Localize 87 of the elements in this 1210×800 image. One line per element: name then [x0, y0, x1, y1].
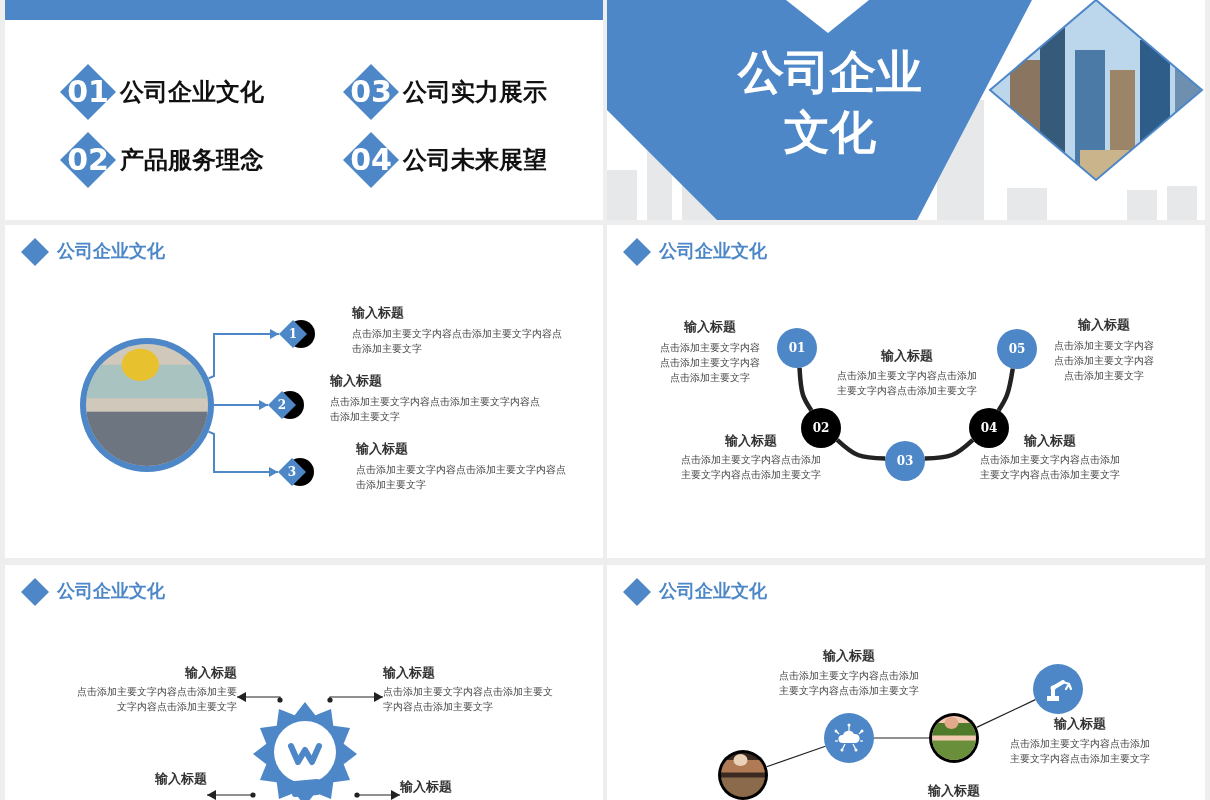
step-number: 03 [895, 453, 915, 469]
number-diamond [343, 132, 399, 188]
step-number: 05 [1007, 341, 1027, 357]
icon-circle [824, 713, 874, 763]
item-title: 输入标题 [683, 318, 737, 335]
number-circle [997, 329, 1037, 369]
number-diamond [60, 64, 116, 120]
number-diamond [60, 132, 116, 188]
item-title: 输入标题 [724, 432, 778, 449]
item-title: 输入标题 [1053, 715, 1107, 732]
item-title: 输入标题 [822, 647, 876, 664]
number-circle [777, 328, 817, 368]
diamond-number: 2 [276, 397, 288, 413]
arrow [207, 329, 280, 380]
item-description: 点击添加主要文字内容点击添加主要文字内容点击添加主要文字 [76, 685, 237, 714]
connector-line [976, 699, 1036, 728]
item-title: 输入标题 [1077, 316, 1131, 333]
item-title: 输入标题 [927, 782, 981, 799]
diamond-number: 01 [66, 74, 110, 110]
slide-panel [607, 225, 1205, 558]
item-description: 点击添加主要文字内容点击添加主要文字内容点击添加主要文字 [1009, 737, 1151, 766]
arrow [206, 790, 256, 800]
photo-placeholder [718, 750, 768, 800]
item-title: 输入标题 [1023, 432, 1077, 449]
step-number: 01 [787, 340, 807, 356]
slide-heading: 公司企业文化 [659, 239, 767, 263]
item-title: 输入标题 [383, 664, 436, 681]
menu-item-title: 公司企业文化 [120, 77, 264, 108]
item-description: 点击添加主要文字内容点击添加主要文字内容点击添加主要文字 [979, 453, 1121, 482]
photo-placeholder [80, 338, 214, 472]
diamond-number: 02 [66, 142, 110, 178]
item-description: 点击添加主要文字内容点击添加主要文字内容点击添加主要文字 [330, 395, 541, 424]
item-description: 点击添加主要文字内容点击添加主要文字内容点击添加主要文字 [356, 463, 567, 492]
step-number: 04 [979, 420, 999, 436]
item-title: 输入标题 [400, 778, 453, 795]
number-circle [969, 408, 1009, 448]
arrow [207, 430, 279, 477]
menu-item-title: 产品服务理念 [120, 145, 264, 176]
connector-line [924, 438, 975, 461]
menu-item-title: 公司实力展示 [403, 77, 547, 108]
item-description: 点击添加主要文字内容点击添加主要文字内容点击添加主要文字 [659, 341, 761, 385]
item-description: 点击添加主要文字内容点击添加主要文字内容点击添加主要文字 [383, 685, 553, 714]
slide-heading: 公司企业文化 [659, 579, 767, 603]
lightbulb-icon [253, 700, 357, 800]
connector-line [835, 438, 886, 461]
item-title: 输入标题 [356, 440, 409, 457]
arrow [327, 692, 384, 703]
diamond-number: 04 [349, 142, 393, 178]
title-banner [607, 0, 1032, 220]
slide-heading: 公司企业文化 [57, 579, 165, 603]
item-title: 输入标题 [352, 304, 405, 321]
slide-panel [5, 225, 603, 558]
slide-panel [5, 565, 603, 800]
slide-panel [5, 0, 603, 220]
diamond-number: 3 [286, 464, 298, 480]
item-description: 点击添加主要文字内容点击添加主要文字内容点击添加主要文字 [778, 669, 920, 698]
icon-circle [1033, 664, 1083, 714]
item-description: 点击添加主要文字内容点击添加主要文字内容点击添加主要文字 [352, 327, 563, 356]
item-description: 点击添加主要文字内容点击添加主要文字内容点击添加主要文字 [680, 453, 822, 482]
banner-title: 公司企业文化 [736, 44, 923, 161]
number-diamond [268, 391, 304, 419]
number-diamond [279, 320, 315, 348]
item-title: 输入标题 [184, 664, 237, 681]
number-diamond [343, 64, 399, 120]
slide-heading: 公司企业文化 [57, 239, 165, 263]
item-description: 点击添加主要文字内容点击添加主要文字内容点击添加主要文字 [1053, 339, 1155, 383]
arrow [213, 400, 269, 410]
step-number: 02 [811, 420, 831, 436]
item-title: 输入标题 [880, 347, 934, 364]
diamond-number: 1 [287, 326, 299, 342]
arrow [354, 790, 401, 800]
item-title: 输入标题 [154, 770, 207, 787]
connector-line [996, 368, 1015, 412]
menu-item-title: 公司未来展望 [403, 145, 547, 176]
connector-line [766, 745, 826, 768]
number-circle [801, 408, 841, 448]
diamond-number: 03 [349, 74, 393, 110]
photo-placeholder [929, 713, 979, 763]
connector-line [797, 367, 814, 412]
slide-panel [607, 0, 1205, 220]
item-description: 点击添加主要文字内容点击添加主要文字内容点击添加主要文字 [836, 369, 978, 398]
number-diamond [278, 458, 314, 486]
slide-panel [607, 565, 1205, 800]
connector-line [873, 737, 930, 739]
item-title: 输入标题 [330, 372, 383, 389]
number-circle [885, 441, 925, 481]
arrow [236, 692, 283, 703]
